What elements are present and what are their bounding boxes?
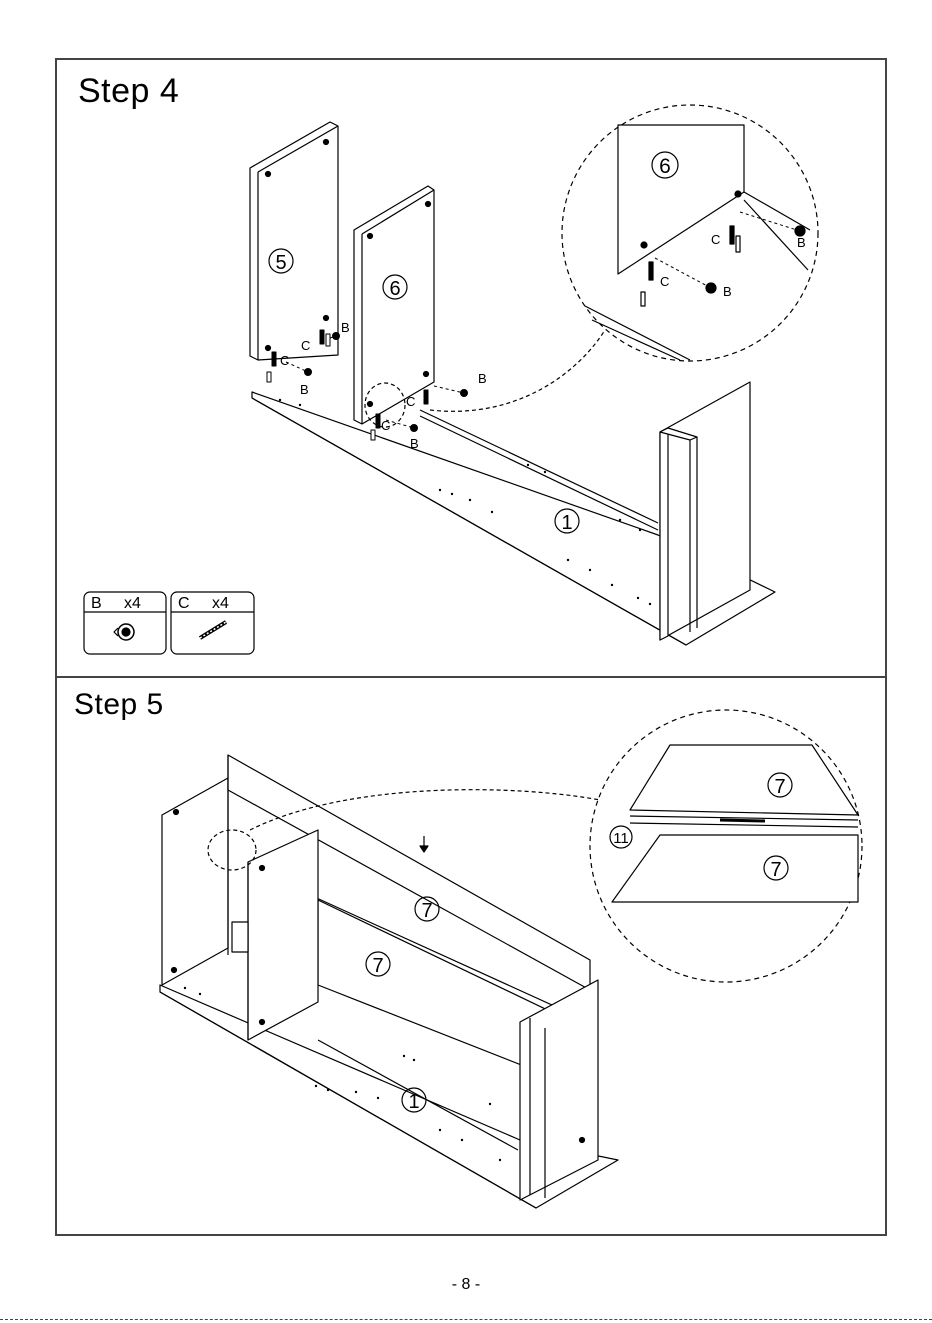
- divider-panel-5: [250, 122, 338, 360]
- cut-line: [0, 1319, 932, 1320]
- left-side-panel: [162, 778, 228, 985]
- middle-divider-panel: [248, 830, 318, 1040]
- label-c: C: [280, 353, 289, 368]
- label-panel-5: 5: [275, 252, 286, 274]
- parts-b-letter: B: [91, 595, 102, 612]
- divider-panel-6: [354, 186, 434, 424]
- label-base-1-step5: 1: [408, 1091, 419, 1113]
- label-base-1: 1: [561, 512, 572, 534]
- label-panel-6: 6: [389, 278, 400, 300]
- label-b: B: [478, 371, 487, 386]
- label-c: C: [381, 418, 390, 433]
- label-back-7-lower: 7: [372, 955, 383, 977]
- parts-b-qty: x4: [124, 595, 141, 612]
- step5-drawing: [160, 710, 862, 1208]
- label-b: B: [723, 284, 732, 299]
- step4-drawing: [84, 105, 818, 654]
- label-b: B: [410, 436, 419, 451]
- label-c: C: [301, 338, 310, 353]
- label-detail-6: 6: [659, 155, 671, 178]
- label-c: C: [711, 232, 720, 247]
- page-number: - 8 -: [0, 1276, 932, 1294]
- parts-c-qty: x4: [212, 595, 229, 612]
- label-c: C: [406, 394, 415, 409]
- parts-c-letter: C: [178, 595, 190, 612]
- label-b: B: [300, 382, 309, 397]
- label-c: C: [660, 274, 669, 289]
- label-connector-11: 11: [613, 830, 629, 847]
- label-detail-7-upper: 7: [774, 776, 785, 798]
- label-b: B: [341, 320, 350, 335]
- label-b: B: [797, 235, 806, 250]
- label-back-7-upper: 7: [421, 900, 432, 922]
- label-detail-7-lower: 7: [770, 859, 781, 881]
